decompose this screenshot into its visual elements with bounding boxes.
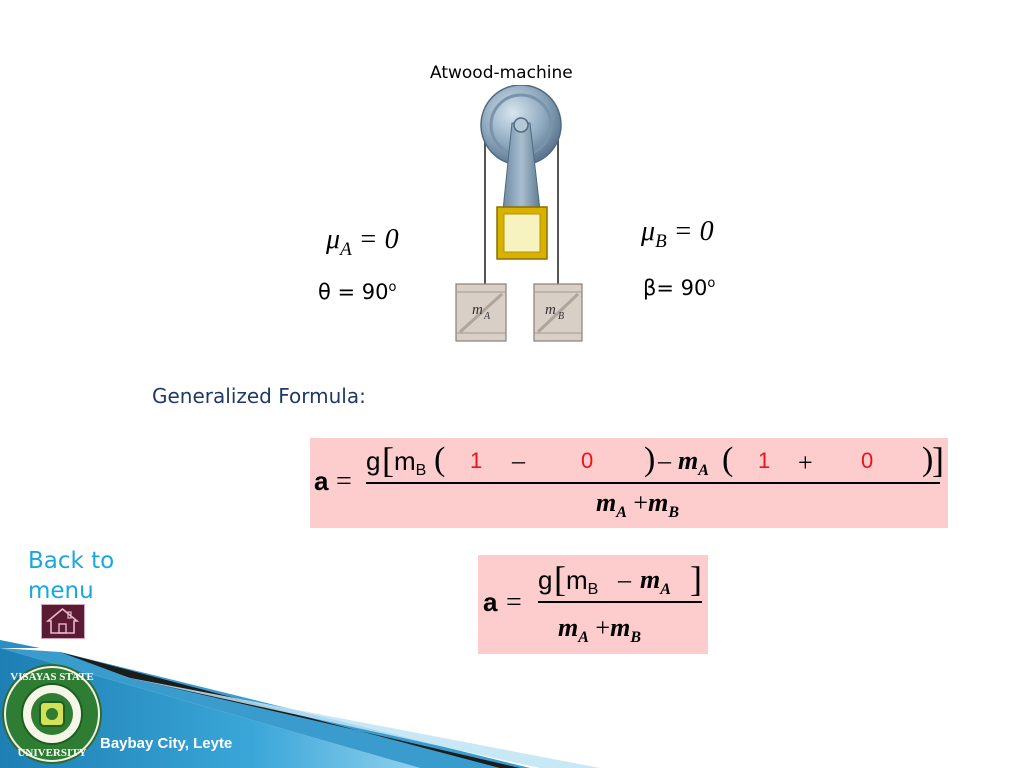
open-bracket: [ [554, 559, 566, 599]
svg-text:B: B [558, 311, 564, 322]
mu-value: = 0 [673, 216, 714, 247]
sin-theta-value: 1 [470, 448, 483, 473]
degree-mark: o [388, 280, 397, 295]
degree-mark: o [707, 276, 716, 291]
angle-text: θ = 90 [318, 280, 389, 304]
home-icon [45, 607, 80, 634]
back-link-line-1[interactable]: Back to [28, 548, 115, 574]
mu-subscript: A [340, 239, 352, 260]
pulley-axle [513, 117, 529, 133]
back-link-line-2[interactable]: menu [28, 578, 94, 604]
mu-subscript: B [655, 231, 667, 252]
close-paren-2: ) [922, 441, 934, 478]
svg-text:A: A [483, 311, 491, 322]
close-paren-1: ) [644, 441, 656, 478]
open-bracket: [ [382, 440, 394, 480]
block-a: m A [455, 283, 507, 342]
angle-text: β= 90 [643, 276, 708, 300]
mu-a-value: μA = 0 [326, 224, 399, 260]
beta-angle: β= 90o [643, 276, 715, 300]
atwood-machine-diagram: m A m B [455, 85, 583, 342]
formula-lhs: a [483, 587, 498, 617]
minus-sign-2: – [658, 446, 671, 475]
close-bracket: ] [690, 559, 702, 599]
gravity-symbol: g [366, 446, 381, 476]
diagram-title: Atwood-machine [430, 63, 573, 83]
formula-equals: = [336, 466, 352, 497]
university-seal-logo: VISAYAS STATE UNIVERSITY [2, 664, 102, 764]
formula-equals: = [506, 587, 522, 618]
simplified-formula-box: a = g [ mB – mA ] mA +mB [478, 555, 708, 654]
close-bracket: ] [932, 440, 944, 480]
mass-b: mB [394, 446, 427, 479]
block-b: m B [533, 283, 583, 342]
mu-cos-value: 0 [581, 448, 594, 473]
open-paren-1: ( [434, 441, 446, 478]
svg-text:VISAYAS STATE: VISAYAS STATE [10, 671, 93, 683]
svg-text:m: m [472, 302, 483, 318]
mu-symbol: μ [641, 216, 656, 247]
formula-lhs: a [314, 466, 329, 496]
fraction-line [366, 482, 940, 484]
footer-band [0, 640, 600, 768]
mu-value: = 0 [358, 224, 399, 255]
gravity-symbol: g [538, 565, 553, 595]
open-paren-2: ( [722, 441, 734, 478]
mass-a: mA [678, 446, 709, 479]
sin-beta-value: 1 [758, 448, 771, 473]
generalized-formula-label: Generalized Formula: [152, 384, 366, 408]
mass-b: mB [566, 565, 599, 598]
svg-text:m: m [545, 302, 556, 318]
fraction-line [538, 601, 702, 603]
mu-cos-beta-value: 0 [861, 448, 874, 473]
generalized-formula-box: a = g [ mB ( 1 – 0 ) – mA ( 1 + 0 ) ] mA… [310, 438, 948, 528]
plus-sign: + [798, 448, 813, 477]
minus-sign: – [618, 565, 631, 594]
theta-angle: θ = 90o [318, 280, 397, 304]
home-button[interactable] [41, 604, 85, 639]
back-to-menu-link[interactable]: Back to menu [28, 546, 114, 606]
mu-symbol: μ [326, 224, 341, 255]
denominator: mA +mB [558, 613, 641, 646]
denominator: mA +mB [596, 488, 679, 521]
svg-text:UNIVERSITY: UNIVERSITY [17, 747, 86, 759]
mu-b-value: μB = 0 [641, 216, 714, 252]
minus-sign: – [512, 446, 525, 475]
footer-location: Baybay City, Leyte [100, 735, 233, 752]
mass-a: mA [640, 565, 671, 598]
